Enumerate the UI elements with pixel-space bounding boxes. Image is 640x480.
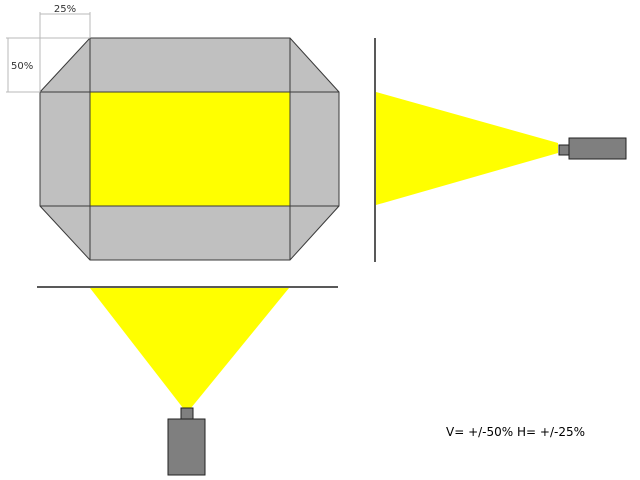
vertical-dimension: 50% <box>6 37 90 93</box>
top-view <box>37 286 338 476</box>
side-projector-lens <box>558 144 570 156</box>
side-view <box>374 38 627 262</box>
front-view <box>39 37 340 261</box>
top-projector-lens <box>180 407 194 420</box>
centered-image-area <box>89 91 291 207</box>
top-light-cone <box>90 288 289 408</box>
top-projector-body <box>167 418 206 476</box>
horizontal-shift-label: 25% <box>54 4 76 15</box>
side-light-cone <box>376 92 558 205</box>
side-projector-body <box>568 137 627 160</box>
horizontal-dimension: 25% <box>39 4 91 92</box>
shift-summary-text: V= +/-50% H= +/-25% <box>446 425 585 439</box>
vertical-shift-label: 50% <box>11 61 33 72</box>
